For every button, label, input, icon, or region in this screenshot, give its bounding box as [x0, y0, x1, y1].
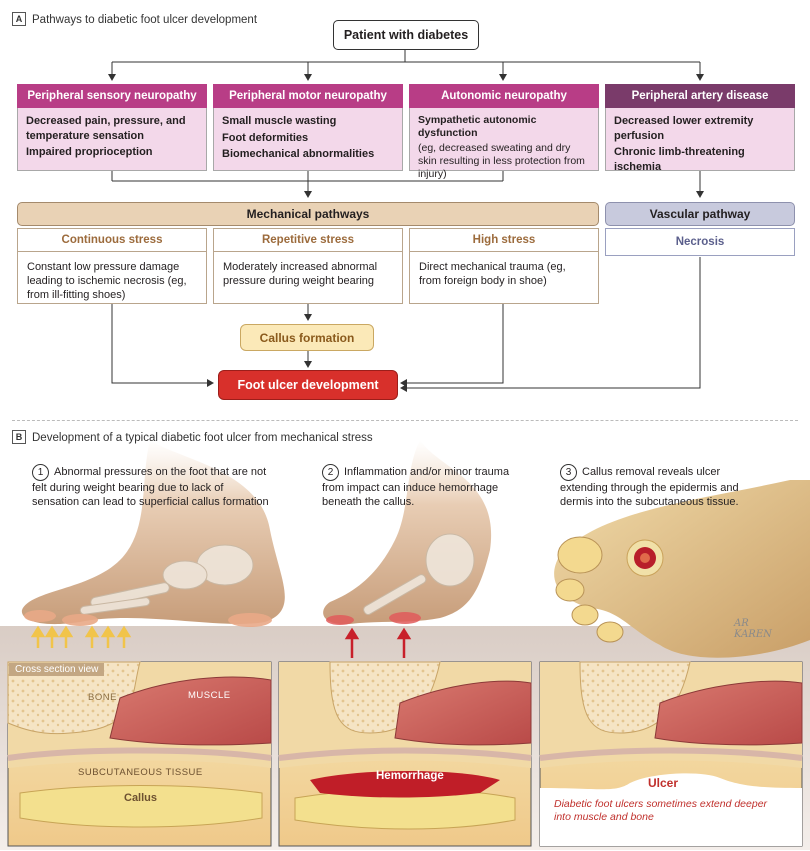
- ulcer-note: Diabetic foot ulcers sometimes extend de…: [554, 798, 768, 823]
- toe-pads: [555, 536, 624, 643]
- bone-label: BONE: [88, 692, 117, 703]
- pressure-arrows: [30, 625, 132, 648]
- panel-b-tag: B: [12, 430, 26, 444]
- header-sensory-neuropathy: Peripheral sensory neuropathy: [17, 84, 207, 108]
- step-2-number: 2: [322, 464, 339, 481]
- panel-a-tag: A: [12, 12, 26, 26]
- body-sensory-neuropathy: Decreased pain, pressure, and temperatur…: [17, 108, 207, 171]
- header-autonomic-neuropathy: Autonomic neuropathy: [409, 84, 599, 108]
- subcutaneous-tissue-label: SUBCUTANEOUS TISSUE: [78, 767, 203, 778]
- high-stress-header: High stress: [409, 228, 599, 252]
- step-3-number: 3: [560, 464, 577, 481]
- vascular-pathway-header: Vascular pathway: [605, 202, 795, 226]
- autonomic-note: (eg, decreased sweating and dry skin res…: [418, 142, 585, 180]
- list-item: Foot deformities: [222, 131, 309, 144]
- cross-section-2: [278, 661, 532, 847]
- cross-section-3: [539, 661, 803, 847]
- muscle-label: MUSCLE: [188, 690, 231, 701]
- impact-arrows: [344, 627, 412, 658]
- high-stress-body: Direct mechanical trauma (eg, from forei…: [409, 252, 599, 304]
- cross-section-1: [7, 661, 272, 847]
- body-peripheral-artery-disease: Decreased lower extremity perfusion Chro…: [605, 108, 795, 173]
- necrosis-box: Necrosis: [605, 228, 795, 256]
- list-item: Decreased lower extremity perfusion: [614, 115, 754, 142]
- artist-signature: AR KAREN: [734, 618, 772, 640]
- flow-connectors: [108, 50, 704, 392]
- callus-formation-box: Callus formation: [240, 324, 374, 351]
- body-autonomic-neuropathy: Sympathetic autonomic dysfunction (eg, d…: [409, 108, 599, 180]
- foot-ulcer-development-box: Foot ulcer development: [218, 370, 398, 400]
- header-motor-neuropathy: Peripheral motor neuropathy: [213, 84, 403, 108]
- mechanical-pathways-header: Mechanical pathways: [17, 202, 599, 226]
- repetitive-stress-body: Moderately increased abnormal pressure d…: [213, 252, 403, 304]
- hemorrhage-label: Hemorrhage: [376, 770, 444, 782]
- ulcer-label: Ulcer: [648, 776, 679, 790]
- list-item: Chronic limb-threatening ischemia: [614, 146, 745, 173]
- repetitive-stress-header: Repetitive stress: [213, 228, 403, 252]
- header-peripheral-artery-disease: Peripheral artery disease: [605, 84, 795, 108]
- list-item: Biomechanical abnormalities: [222, 148, 375, 160]
- list-item: Decreased pain, pressure, and temperatur…: [26, 115, 186, 142]
- body-motor-neuropathy: Small muscle wasting Foot deformities Bi…: [213, 108, 403, 171]
- foot1-bones: [79, 544, 254, 615]
- list-item: Sympathetic autonomic dysfunction: [418, 114, 537, 139]
- cross-section-panels: [7, 661, 803, 847]
- panel-divider: [12, 420, 798, 421]
- list-item: Small muscle wasting: [222, 115, 337, 127]
- step-1-number: 1: [32, 464, 49, 481]
- callus-label: Callus: [124, 792, 158, 804]
- root-node-patient: Patient with diabetes: [333, 20, 479, 50]
- continuous-stress-header: Continuous stress: [17, 228, 207, 252]
- continuous-stress-body: Constant low pressure damage leading to …: [17, 252, 207, 304]
- list-item: Impaired proprioception: [26, 146, 153, 158]
- cross-section-view-label: Cross section view: [9, 663, 105, 676]
